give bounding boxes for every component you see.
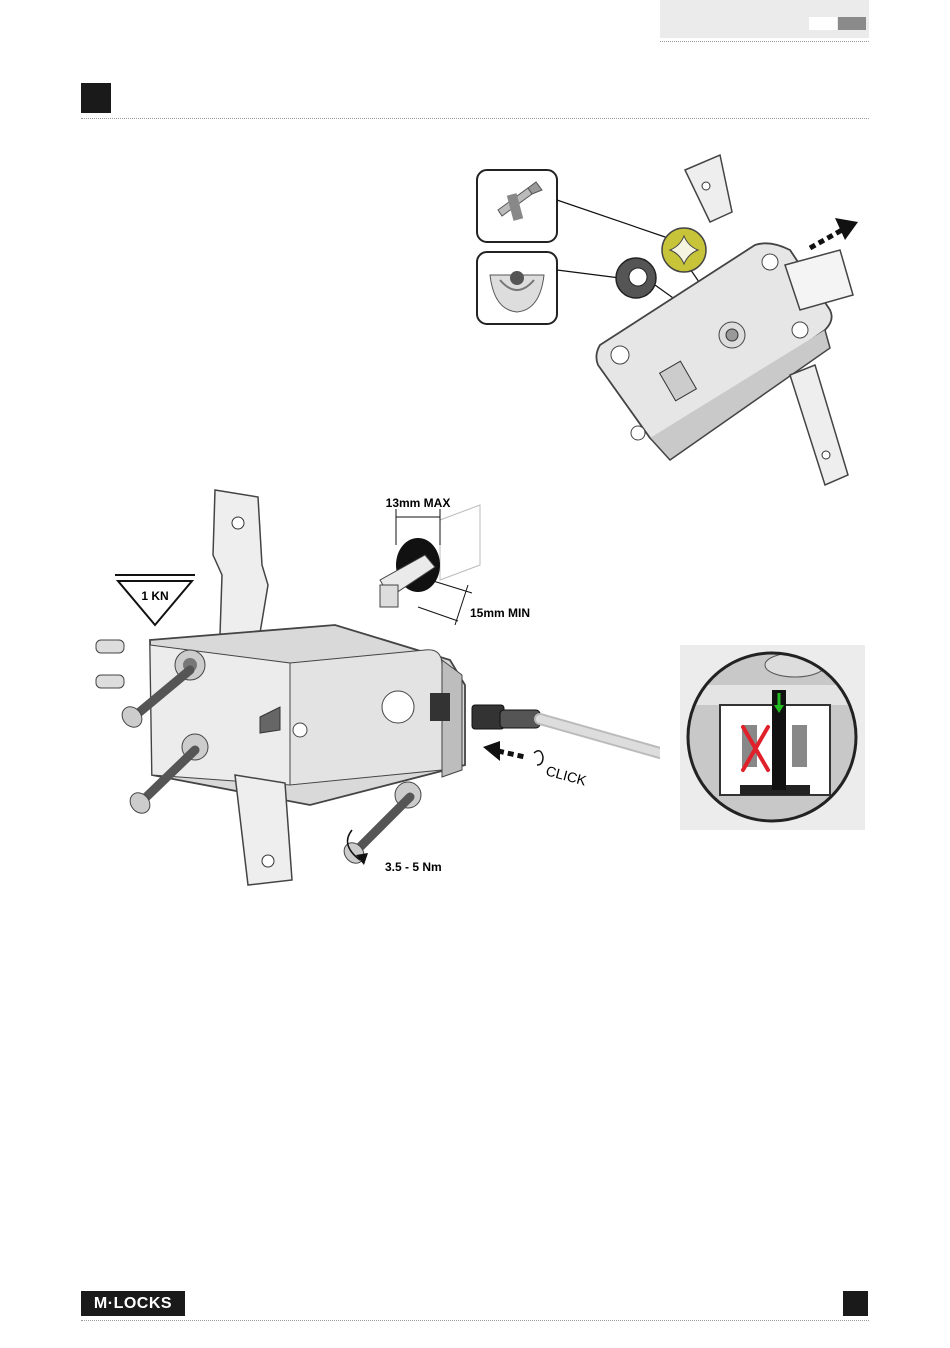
lock-body-bottom [150, 625, 465, 808]
connector-zoom-detail [680, 645, 865, 830]
torque-label: 3.5 - 5 Nm [385, 860, 442, 874]
direction-arrow [810, 218, 858, 248]
page-marker [843, 1291, 868, 1316]
header-tab-indicator-dark [838, 17, 866, 30]
header-rule [660, 41, 869, 42]
max-depth-label: 13mm MAX [386, 496, 451, 510]
lock-washer-figure [470, 150, 870, 490]
brand-logo: M·LOCKS [81, 1291, 185, 1316]
load-label: 1 KN [141, 589, 168, 603]
section-rule [81, 118, 869, 119]
spindle-detail [380, 505, 480, 625]
header-tab-indicator-light [809, 17, 837, 30]
dark-washer [616, 258, 656, 298]
section-marker [81, 83, 111, 113]
lock-body-top [596, 155, 853, 485]
lock-mounting-figure: 1 KN 3.5 - 5 Nm [80, 485, 660, 895]
click-label: CLICK [544, 762, 589, 788]
footer-rule [81, 1320, 869, 1321]
washer-tool-inset [477, 252, 557, 324]
yellow-washer [662, 228, 706, 272]
cable-connector [472, 705, 660, 765]
min-depth-label: 15mm MIN [470, 606, 530, 620]
key-tool-inset [477, 170, 557, 242]
